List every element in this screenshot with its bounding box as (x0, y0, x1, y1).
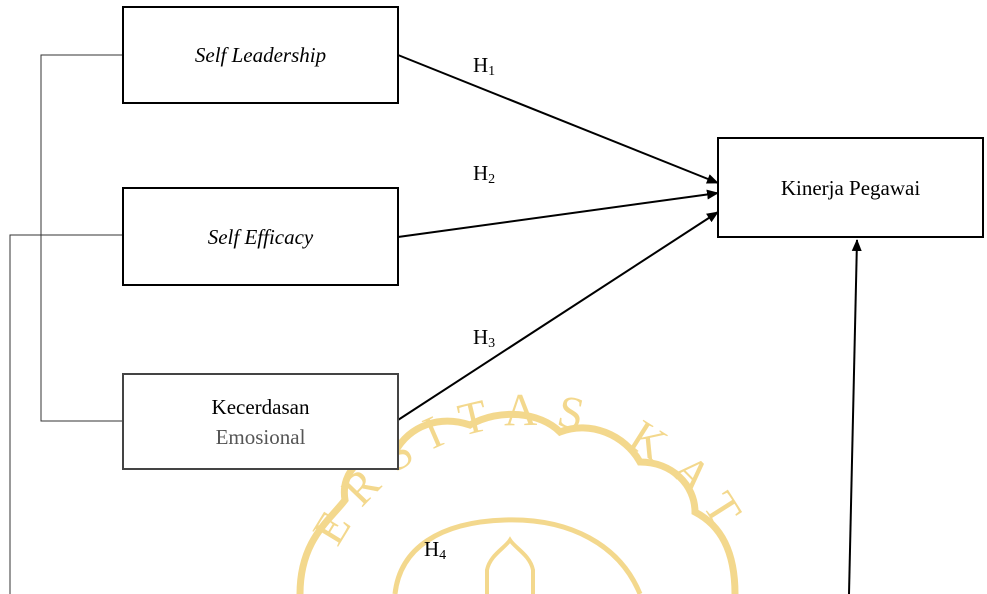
hypothesis-label-h4: H4 (424, 537, 447, 563)
seal-inner-ring (392, 517, 643, 594)
node-label-line2: Emosional (215, 424, 306, 449)
arrow-h2 (397, 189, 719, 238)
seal-outer-scallop (296, 410, 739, 594)
node-label: Kinerja Pegawai (780, 175, 921, 200)
node-self-leadership: Self Leadership (122, 6, 399, 104)
node-label: Self Efficacy (207, 224, 314, 249)
seal-dome-ornament (485, 536, 535, 594)
arrow-h4 (848, 239, 862, 594)
hypothesis-label-h1: H1 (473, 53, 496, 79)
node-kinerja-pegawai: Kinerja Pegawai (717, 137, 984, 238)
arrow-h1 (397, 54, 719, 184)
node-kecerdasan-emosional: Kecerdasan Emosional (122, 373, 399, 470)
hypothesis-label-h3: H3 (473, 325, 496, 351)
node-self-efficacy: Self Efficacy (122, 187, 399, 286)
h4-connector-left (9, 234, 123, 594)
node-label-line1: Kecerdasan (211, 394, 310, 419)
hypothesis-label-h2: H2 (473, 161, 496, 187)
bracket-connector (40, 54, 123, 422)
arrow-h3 (397, 211, 719, 421)
node-label: Self Leadership (194, 43, 327, 67)
